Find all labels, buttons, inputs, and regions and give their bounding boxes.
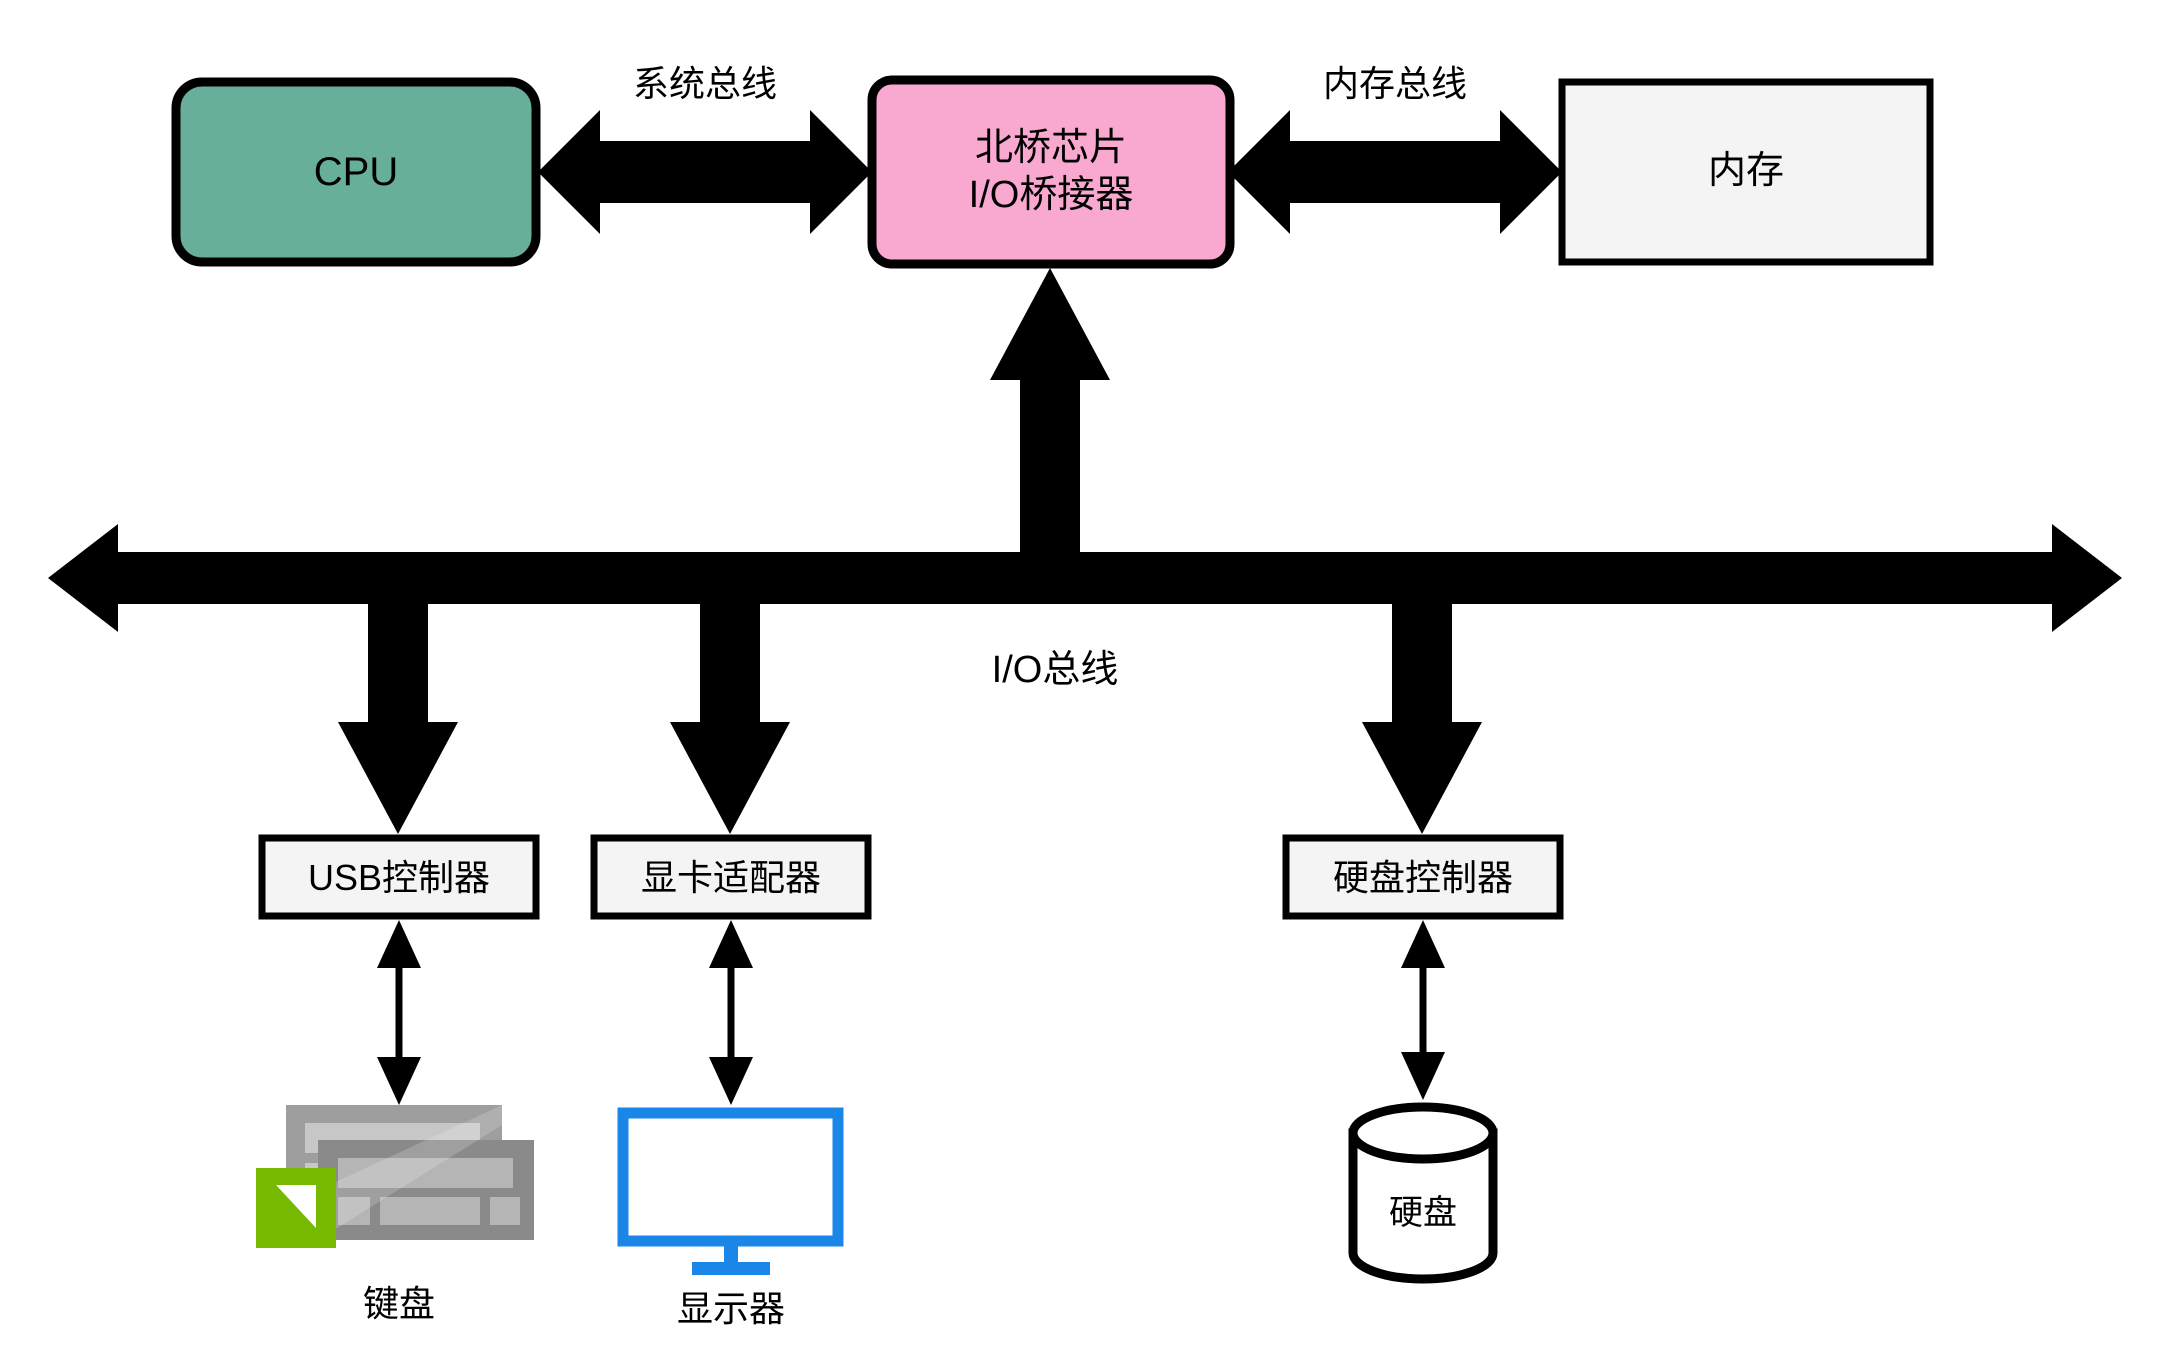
graphics-to-monitor-arrow xyxy=(709,920,753,1105)
io-to-disk-arrow xyxy=(1362,604,1482,834)
memory-box xyxy=(1558,78,1934,266)
northbridge-box xyxy=(867,75,1235,269)
io-to-graphics-arrow xyxy=(670,604,790,834)
keyboard-icon xyxy=(256,1105,534,1248)
memory-bus-arrow xyxy=(1228,110,1562,234)
io-to-usb-arrow xyxy=(338,604,458,834)
io-bus-line xyxy=(48,524,2122,632)
graphics-adapter-box xyxy=(590,834,872,920)
system-bus-arrow xyxy=(538,110,872,234)
cylinder-icon xyxy=(1348,1102,1498,1284)
system-bus-label: 系统总线 xyxy=(632,63,777,104)
usb-controller-box xyxy=(258,834,540,920)
io-bus-label: I/O总线 xyxy=(991,649,1119,691)
io-to-northbridge-arrow xyxy=(990,268,1110,600)
monitor-icon xyxy=(617,1107,844,1275)
usb-to-keyboard-arrow xyxy=(377,920,421,1105)
cpu-box xyxy=(171,77,541,267)
memory-bus-label: 内存总线 xyxy=(1322,63,1467,104)
disk-to-harddisk-arrow xyxy=(1401,920,1445,1100)
disk-controller-box xyxy=(1282,834,1564,920)
